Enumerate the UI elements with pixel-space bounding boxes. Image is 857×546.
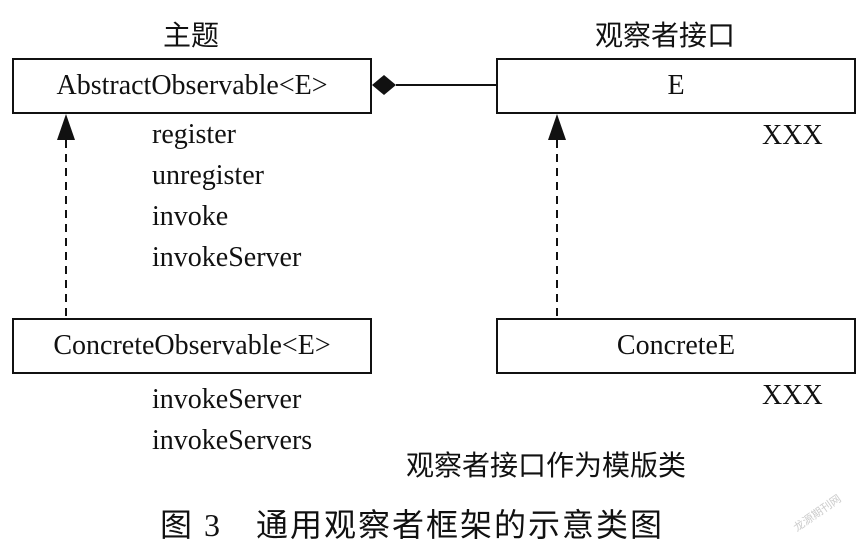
method-register: register [152, 119, 236, 150]
concrete-observable-box: ConcreteObservable<E> [12, 318, 372, 374]
right-realization-arrowhead [548, 114, 566, 140]
method-invoke: invoke [152, 201, 229, 232]
interface-e-note: XXX [762, 120, 823, 151]
concrete-e-name: ConcreteE [616, 330, 736, 361]
method-invoke-servers: invokeServers [152, 425, 313, 456]
left-realization-arrowhead [57, 114, 75, 140]
method-invoke-server: invokeServer [152, 242, 302, 273]
aggregation-diamond [372, 75, 396, 95]
abstract-observable-name: AbstractObservable<E> [56, 70, 328, 101]
template-note: 观察者接口作为模版类 [406, 451, 687, 482]
interface-e-box: E [496, 58, 856, 114]
interface-e-name: E [667, 70, 685, 101]
figure-caption: 图 3 通用观察者框架的示意类图 [160, 507, 665, 543]
method-unregister: unregister [152, 160, 264, 191]
concrete-e-note: XXX [762, 380, 823, 411]
concrete-e-box: ConcreteE [496, 318, 856, 374]
observer-interface-heading: 观察者接口 [595, 21, 736, 52]
method-invoke-server: invokeServer [152, 384, 302, 415]
subject-heading: 主题 [163, 21, 220, 52]
abstract-observable-box: AbstractObservable<E> [12, 58, 372, 114]
concrete-observable-name: ConcreteObservable<E> [53, 330, 331, 361]
concrete-observable-methods: invokeServer invokeServers [152, 379, 312, 461]
abstract-observable-methods: register unregister invoke invokeServer [152, 114, 301, 278]
